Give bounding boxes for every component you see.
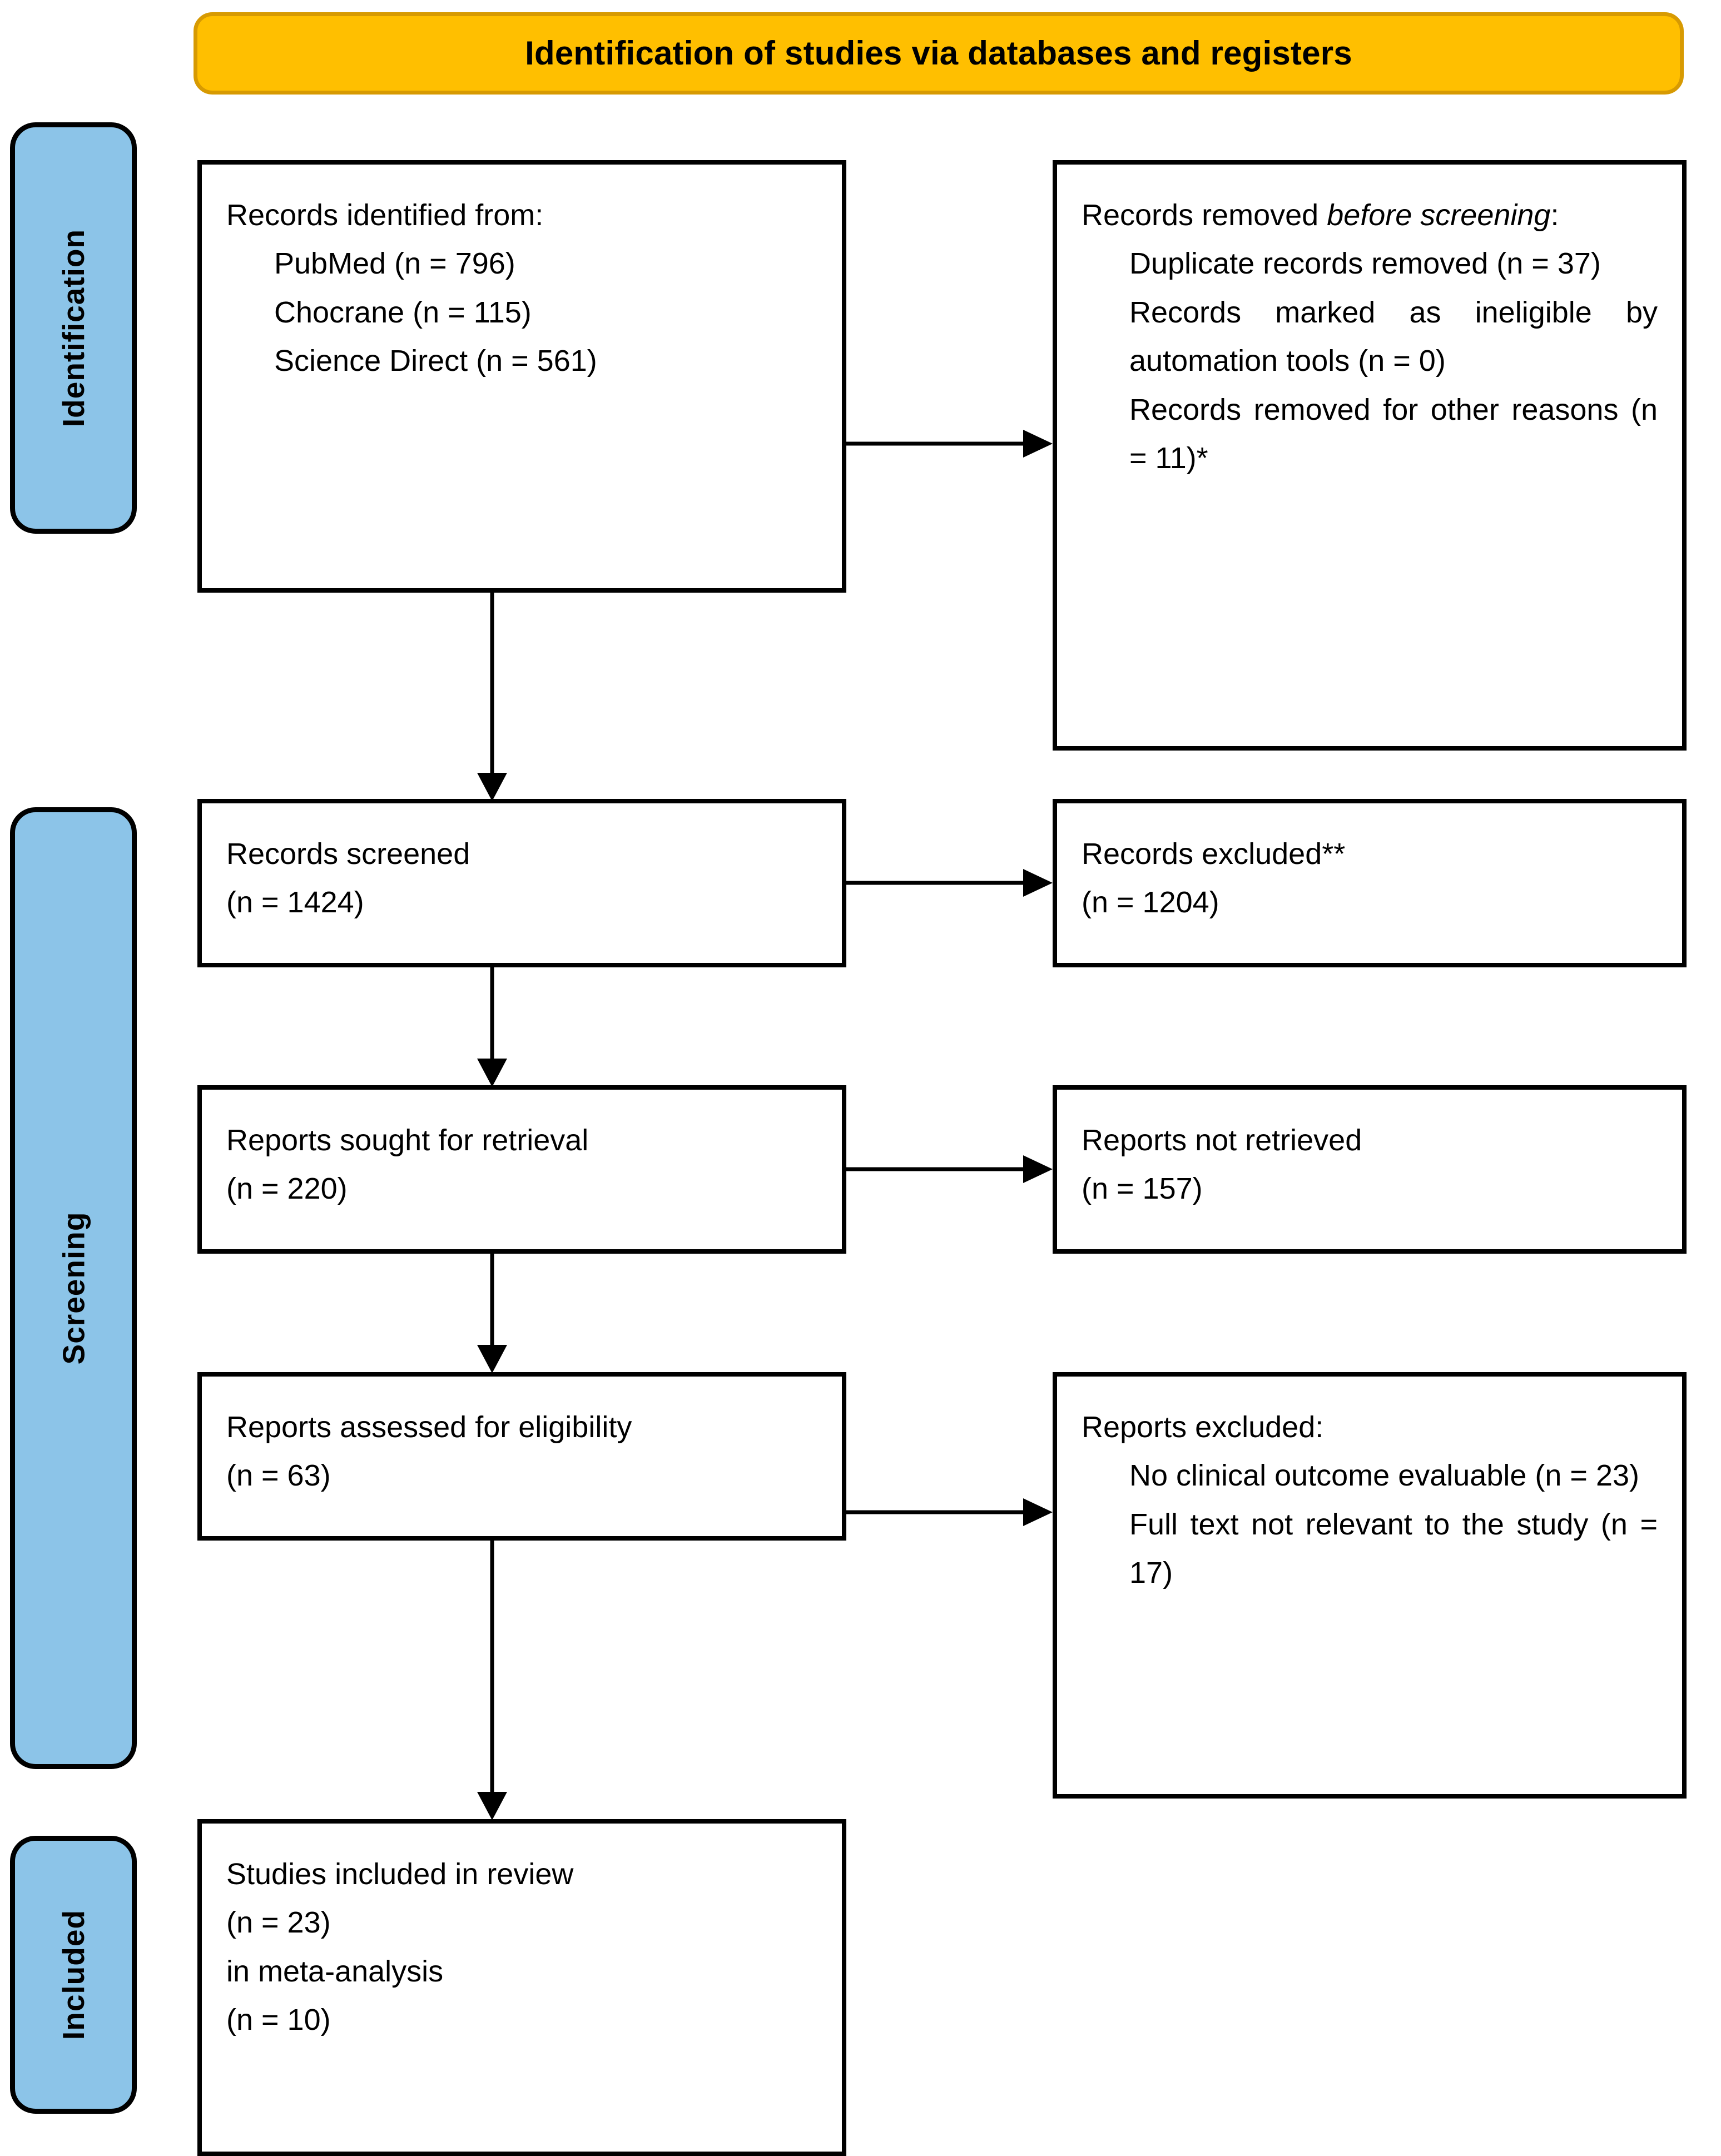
arrow-screened-to-sought xyxy=(470,965,514,1089)
records-removed-heading-part1: Records removed xyxy=(1082,198,1327,232)
records-screened-count: (n = 1424) xyxy=(226,886,364,920)
records-removed-automation: Records marked as ineligible by automati… xyxy=(1129,295,1658,378)
studies-included-count: (n = 23) xyxy=(226,1906,331,1940)
box-studies-included: Studies included in review (n = 23) in m… xyxy=(197,1819,846,2156)
stage-label-included: Included xyxy=(56,1909,91,2040)
studies-meta-analysis-count: (n = 10) xyxy=(226,2003,331,2037)
arrow-sought-to-assessed xyxy=(470,1251,514,1375)
records-removed-heading-emphasis: before screening xyxy=(1327,198,1551,232)
records-removed-heading: Records removed before screening: xyxy=(1082,191,1658,240)
stage-label-identification: Identification xyxy=(56,228,91,428)
reports-not-retrieved-count: (n = 157) xyxy=(1082,1172,1203,1206)
records-identified-pubmed: PubMed (n = 796) xyxy=(274,247,515,281)
records-removed-heading-part3: : xyxy=(1550,198,1559,232)
arrow-assessed-to-reports-excluded xyxy=(846,1496,1055,1529)
stage-tab-screening: Screening xyxy=(10,807,137,1769)
arrow-identified-to-screened xyxy=(470,590,514,803)
stage-label-screening: Screening xyxy=(56,1211,91,1365)
records-identified-heading: Records identified from: xyxy=(226,198,544,232)
box-records-excluded: Records excluded** (n = 1204) xyxy=(1053,799,1687,967)
reports-excluded-no-clinical-outcome: No clinical outcome evaluable (n = 23) xyxy=(1129,1459,1639,1493)
records-identified-sciencedirect: Science Direct (n = 561) xyxy=(274,344,597,378)
reports-assessed-count: (n = 63) xyxy=(226,1459,331,1493)
box-reports-excluded: Reports excluded: No clinical outcome ev… xyxy=(1053,1372,1687,1799)
box-reports-assessed-for-eligibility: Reports assessed for eligibility (n = 63… xyxy=(197,1372,846,1541)
arrow-sought-to-not-retrieved xyxy=(846,1152,1055,1186)
reports-excluded-full-text-not-relevant: Full text not relevant to the study (n =… xyxy=(1129,1507,1658,1590)
diagram-header-title: Identification of studies via databases … xyxy=(525,34,1352,72)
records-removed-other: Records removed for other reasons (n = 1… xyxy=(1129,393,1658,475)
reports-excluded-heading: Reports excluded: xyxy=(1082,1410,1324,1444)
records-excluded-count: (n = 1204) xyxy=(1082,886,1219,920)
records-removed-duplicates: Duplicate records removed (n = 37) xyxy=(1129,247,1601,281)
records-identified-cochrane: Chocrane (n = 115) xyxy=(274,295,532,329)
reports-sought-count: (n = 220) xyxy=(226,1172,348,1206)
records-screened-label: Records screened xyxy=(226,837,470,871)
stage-tab-identification: Identification xyxy=(10,122,137,534)
box-records-identified: Records identified from: PubMed (n = 796… xyxy=(197,160,846,593)
studies-included-label: Studies included in review xyxy=(226,1857,574,1891)
box-reports-not-retrieved: Reports not retrieved (n = 157) xyxy=(1053,1085,1687,1254)
reports-sought-label: Reports sought for retrieval xyxy=(226,1124,589,1157)
reports-not-retrieved-label: Reports not retrieved xyxy=(1082,1124,1362,1157)
box-records-removed-before-screening: Records removed before screening: Duplic… xyxy=(1053,160,1687,751)
reports-assessed-label: Reports assessed for eligibility xyxy=(226,1410,632,1444)
box-records-screened: Records screened (n = 1424) xyxy=(197,799,846,967)
diagram-header-banner: Identification of studies via databases … xyxy=(194,12,1684,95)
arrow-assessed-to-included xyxy=(470,1538,514,1822)
studies-meta-analysis-label: in meta-analysis xyxy=(226,1954,444,1988)
stage-tab-included: Included xyxy=(10,1836,137,2114)
arrow-identified-to-removed xyxy=(846,427,1055,460)
records-excluded-label: Records excluded** xyxy=(1082,837,1346,871)
arrow-screened-to-excluded xyxy=(846,866,1055,900)
box-reports-sought-for-retrieval: Reports sought for retrieval (n = 220) xyxy=(197,1085,846,1254)
